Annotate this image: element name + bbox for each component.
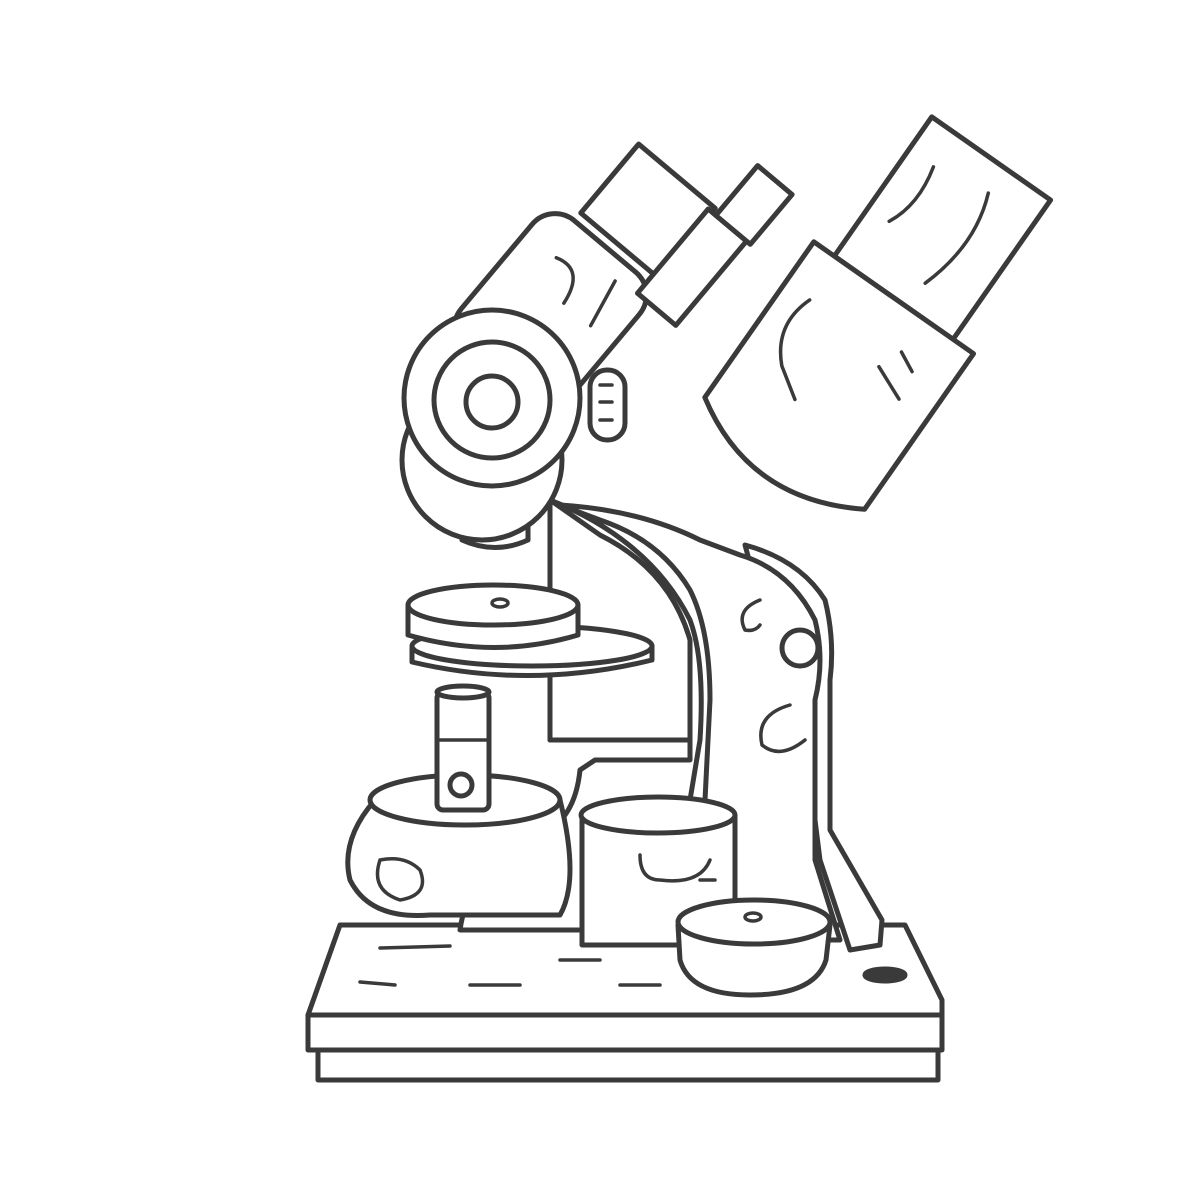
petri-dish xyxy=(675,897,833,998)
pillar xyxy=(557,502,885,953)
right-eyepiece xyxy=(702,114,1054,512)
stage xyxy=(405,582,655,678)
focus-knob xyxy=(399,307,628,543)
test-vial xyxy=(434,683,492,813)
